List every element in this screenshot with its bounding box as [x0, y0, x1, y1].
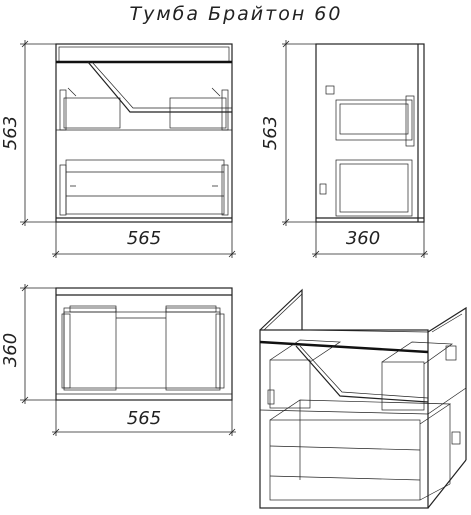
isometric-view [259, 288, 467, 509]
top-width-dimension [52, 400, 236, 436]
front-view [55, 43, 233, 223]
side-depth-label: 360 [346, 228, 380, 249]
top-width-label: 565 [127, 408, 161, 429]
top-view [55, 287, 233, 401]
front-width-label: 565 [127, 228, 161, 249]
side-depth-dimension [312, 222, 428, 258]
side-view [315, 43, 425, 223]
front-height-label: 563 [0, 116, 21, 150]
top-depth-label: 360 [0, 333, 21, 367]
front-height-dimension [20, 40, 56, 226]
side-height-dimension [282, 40, 316, 226]
side-height-label: 563 [260, 116, 281, 150]
drawing-title: Тумба Брайтон 60 [129, 3, 342, 25]
top-depth-dimension [20, 284, 56, 404]
front-width-dimension [52, 222, 236, 258]
